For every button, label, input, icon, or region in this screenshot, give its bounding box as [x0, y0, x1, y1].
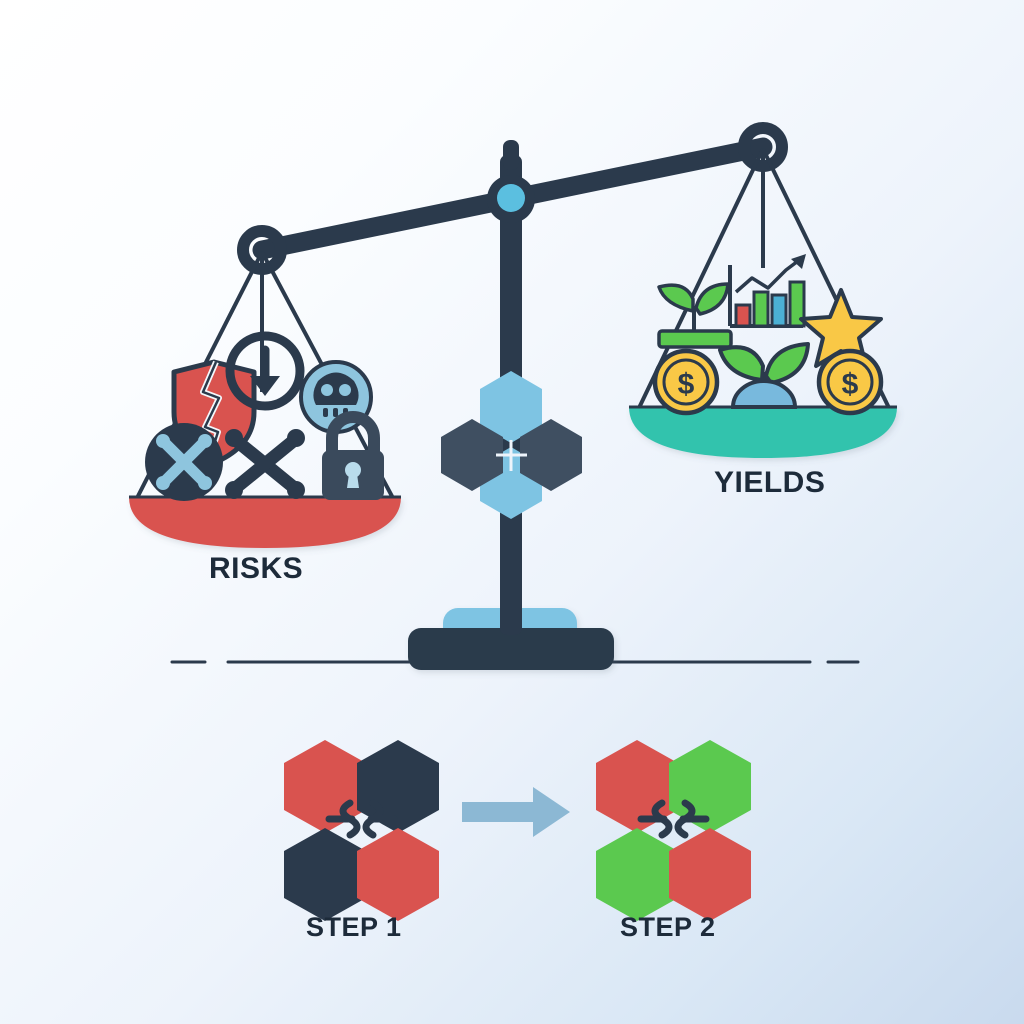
step2-bond-connectors — [637, 799, 710, 839]
svg-text:$: $ — [842, 368, 859, 401]
down-arrow-circle-icon — [225, 331, 305, 411]
step1-molecule — [284, 740, 439, 921]
hexagon-left — [441, 419, 503, 491]
hexagon-top — [480, 371, 542, 443]
step1-hex-bottom-right — [357, 828, 439, 921]
step1-bond-connectors — [325, 799, 398, 839]
step2-hex-bottom-left — [596, 828, 678, 921]
crossbones-icon — [225, 429, 305, 499]
risk-icons-group — [145, 331, 384, 501]
yield-icons-group: $ — [652, 254, 884, 416]
beam-pivot-center — [497, 184, 525, 212]
coin-dollar-right-icon: $ — [816, 348, 884, 416]
coin-dollar-left-icon: $ — [652, 348, 720, 416]
sprout-on-bar-icon — [657, 282, 733, 349]
padlock-icon — [322, 411, 384, 500]
sprout-mound-icon — [718, 342, 810, 409]
step2-hex-bottom-right — [669, 828, 751, 921]
step1-hex-bottom-left — [284, 828, 366, 921]
yields-pan-label: YIELDS — [714, 466, 826, 499]
base-plate — [408, 628, 614, 670]
hexagon-cluster — [441, 371, 582, 519]
crossbones-circle-icon — [145, 423, 223, 501]
step1-label: STEP 1 — [306, 912, 402, 942]
svg-text:$: $ — [678, 368, 695, 401]
process-arrow — [462, 787, 570, 837]
hexagon-right — [520, 419, 582, 491]
step2-molecule — [596, 740, 751, 921]
risks-pan-label: RISKS — [209, 552, 304, 585]
step2-label: STEP 2 — [620, 912, 716, 942]
growth-bar-chart-icon — [728, 254, 806, 328]
